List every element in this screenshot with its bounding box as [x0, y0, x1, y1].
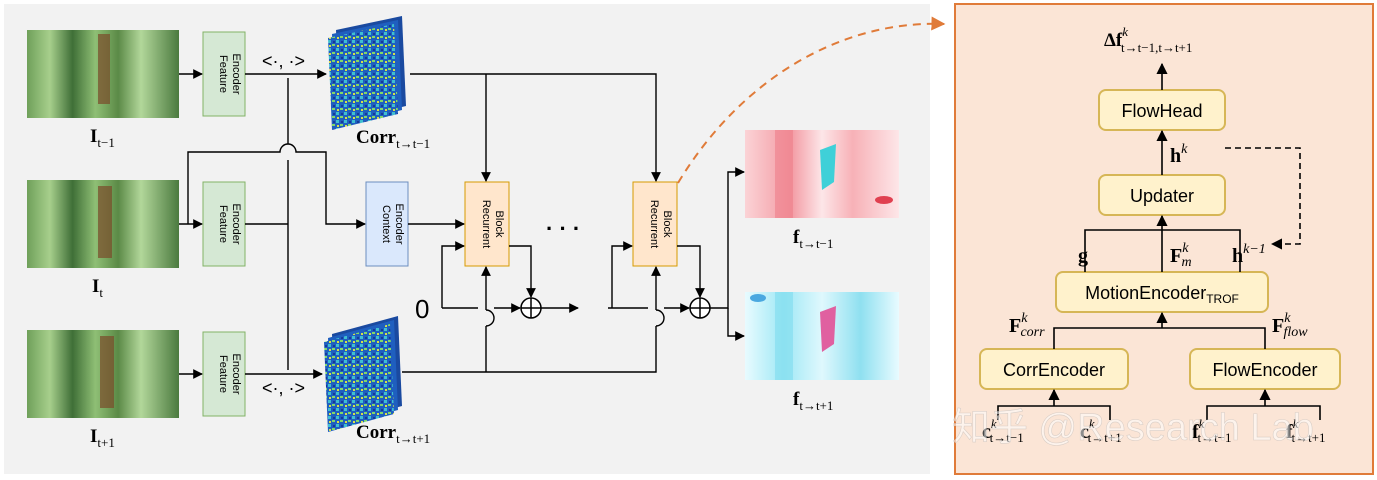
frame-curr-label: It	[92, 276, 103, 300]
flow-backward-label: ft→t−1	[793, 227, 833, 251]
motion-encoder-box: MotionEncoderTROF	[1055, 271, 1269, 313]
recurrent-label-a: Recurrent	[648, 200, 660, 248]
flow-forward-label: ft→t+1	[793, 389, 833, 413]
frame-next-image	[27, 330, 179, 418]
flowhead-label: FlowHead	[1121, 101, 1202, 121]
sum-node-1	[520, 297, 542, 319]
feature-encoder-label-a: Feature	[217, 55, 229, 93]
g-label: g	[1078, 245, 1088, 267]
detail-link-arrow	[677, 16, 946, 184]
updater-box: Updater	[1098, 174, 1226, 216]
context-encoder-label-a: Context	[380, 205, 392, 243]
corr-prev-label: Corrt→t−1	[356, 127, 430, 151]
hidden-prev-label: hk−1	[1232, 242, 1266, 267]
recurrent-block-n: Recurrent Block	[632, 181, 678, 267]
recurrent-label-b: Block	[661, 211, 673, 238]
sum-node-n	[689, 297, 711, 319]
recurrent-label-a: Recurrent	[480, 200, 492, 248]
flow-forward-image	[745, 292, 899, 380]
corr-encoder-label: CorrEncoder	[1003, 360, 1105, 380]
frame-curr-image	[27, 180, 179, 268]
detail-connections	[997, 62, 1321, 420]
ellipsis: · · ·	[546, 216, 580, 241]
feature-encoder-label-b: Encoder	[230, 54, 242, 95]
corr-next-label: Corrt→t+1	[356, 422, 430, 446]
flow-backward-image	[745, 130, 899, 218]
inner-product-bottom: <·, ·>	[262, 378, 305, 398]
frame-prev-label: It−1	[90, 126, 115, 150]
zero-init: 0	[415, 294, 429, 324]
corr-volume-prev	[328, 16, 406, 130]
corr-encoder-box: CorrEncoder	[979, 348, 1129, 390]
feature-encoder-curr: Feature Encoder	[202, 181, 246, 267]
feature-encoder-label-b: Encoder	[230, 354, 242, 395]
flow-encoder-label: FlowEncoder	[1212, 360, 1317, 380]
motion-encoder-label: MotionEncoderTROF	[1085, 283, 1239, 306]
main-connections	[179, 69, 745, 379]
detail-panel	[954, 3, 1374, 475]
recurrent-block-1: Recurrent Block	[464, 181, 510, 267]
flow-encoder-box: FlowEncoder	[1189, 348, 1341, 390]
feature-encoder-label-a: Feature	[217, 355, 229, 393]
corr-volume-next	[324, 316, 402, 432]
context-encoder: Context Encoder	[365, 181, 409, 267]
frame-next-label: It+1	[90, 426, 115, 450]
feature-encoder-prev: Feature Encoder	[202, 31, 246, 117]
context-encoder-label-b: Encoder	[393, 204, 405, 245]
watermark: 知乎 @Research Lab	[952, 407, 1314, 449]
feature-encoder-label-a: Feature	[217, 205, 229, 243]
updater-label: Updater	[1130, 186, 1194, 206]
inner-product-top: <·, ·>	[262, 51, 305, 71]
frame-prev-image	[27, 30, 179, 118]
recurrent-label-b: Block	[493, 211, 505, 238]
feature-encoder-label-b: Encoder	[230, 204, 242, 245]
feature-encoder-next: Feature Encoder	[202, 331, 246, 417]
hidden-state-label: hk	[1170, 142, 1188, 167]
flowhead-box: FlowHead	[1098, 89, 1226, 131]
